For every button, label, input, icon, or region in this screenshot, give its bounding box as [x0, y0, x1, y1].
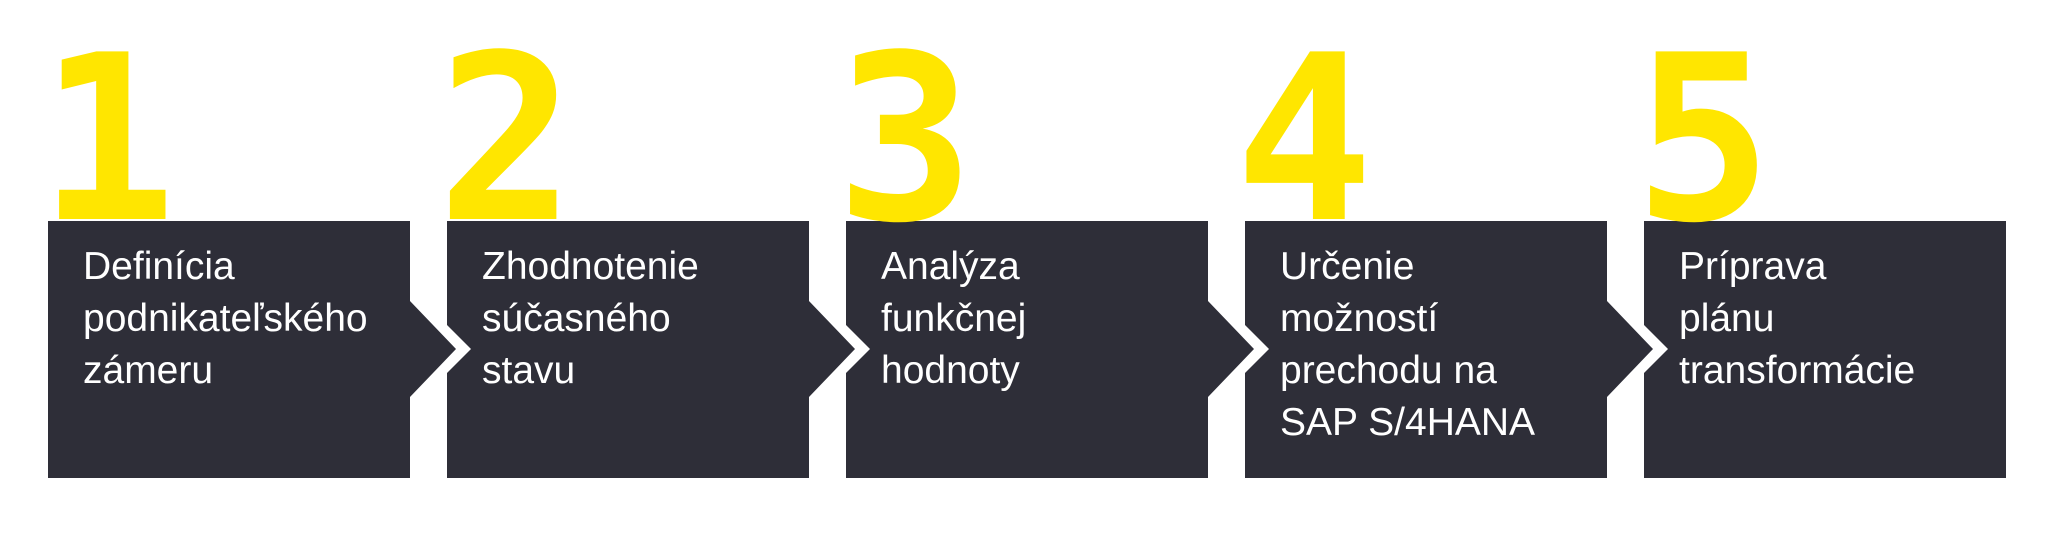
step-1-label: Definícia podnikateľského zámeru [83, 245, 368, 392]
process-step-5: 5 Príprava plánu transformácie [1634, 26, 2006, 478]
step-1-number: 1 [38, 7, 177, 274]
step-4-label: Určenie možností prechodu na SAP S/4HANA [1280, 245, 1536, 444]
process-step-1: 1 Definícia podnikateľského zámeru [38, 26, 456, 478]
step-5-label: Príprava plánu transformácie [1679, 245, 1916, 392]
process-step-4: 4 Určenie možností prechodu na SAP S/4HA… [1235, 26, 1653, 478]
step-2-box-arrow-shape [447, 221, 855, 478]
step-3-label: Analýza funkčnej hodnoty [881, 245, 1027, 392]
step-4-box-arrow-shape [1245, 221, 1653, 478]
step-1-box-arrow-shape [48, 221, 456, 478]
step-2-label: Zhodnotenie súčasného stavu [482, 245, 699, 392]
step-3-box-arrow-shape [846, 221, 1254, 478]
step-5-number: 5 [1634, 7, 1773, 274]
step-4-number: 4 [1235, 7, 1374, 274]
step-5-box-shape [1644, 221, 2006, 478]
step-2-number: 2 [437, 7, 576, 274]
process-steps-row: 1 Definícia podnikateľského zámeru 2 Zho… [38, 26, 2006, 478]
process-step-2: 2 Zhodnotenie súčasného stavu [437, 26, 855, 478]
step-3-number: 3 [836, 7, 975, 274]
process-step-3: 3 Analýza funkčnej hodnoty [836, 26, 1254, 478]
